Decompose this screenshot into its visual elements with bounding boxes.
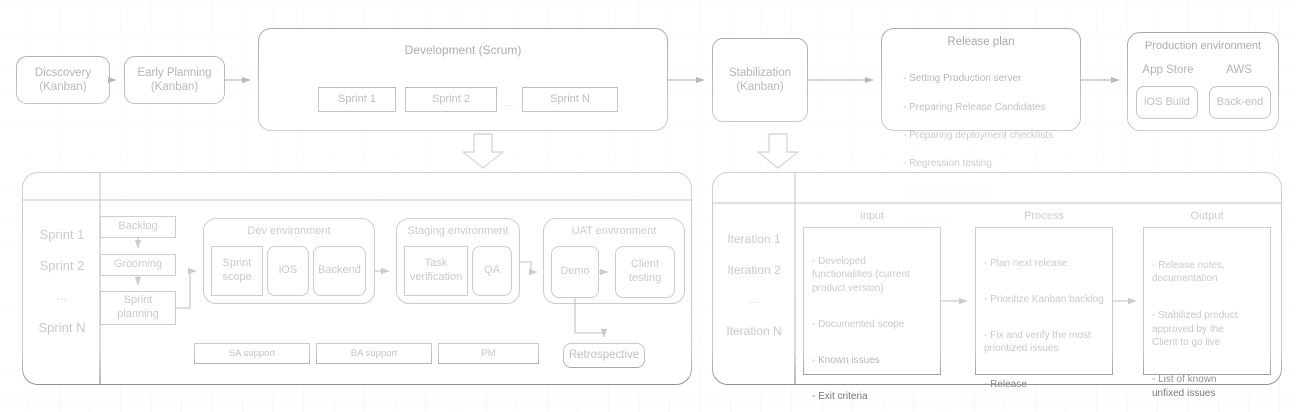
process-item: - Fix and verify the most prioritized is… bbox=[984, 329, 1091, 355]
release-plan-item: - Preparing Release Candidates bbox=[903, 101, 1046, 113]
stabilization-column-header-process: Process bbox=[1024, 210, 1064, 222]
process-item: - Prioritize Kanban backlog bbox=[984, 293, 1104, 305]
release-plan-item: - Preparing deployment checklists bbox=[903, 129, 1054, 141]
output-item: - List of known unfixed issues bbox=[1152, 374, 1217, 399]
box-ios-build[interactable]: iOS Build bbox=[1136, 86, 1198, 119]
stabilization-column-header-input: Input bbox=[859, 210, 885, 222]
release-plan-title: Release plan bbox=[947, 36, 1015, 48]
bar-pm[interactable]: PM bbox=[438, 343, 539, 364]
bar-sa-support[interactable]: SA support bbox=[194, 343, 310, 364]
staging-environment-title: Staging environment bbox=[407, 225, 509, 237]
box-backend[interactable]: Backend bbox=[313, 246, 366, 296]
process-items: - Plan next release - Prioritize Kanban … bbox=[984, 243, 1110, 412]
release-plan-item: - Regression testing bbox=[903, 158, 992, 170]
process-item: - Release bbox=[984, 379, 1027, 390]
stabilization-iteration-2: Iteration 2 bbox=[727, 263, 781, 277]
sprint-iteration-1: Sprint 1 bbox=[39, 227, 85, 242]
dev-environment-title: Dev environment bbox=[247, 225, 331, 237]
box-grooming[interactable]: Grooming bbox=[100, 254, 176, 276]
box-client-testing[interactable]: Client testing bbox=[615, 246, 675, 298]
sprint-iteration-n: Sprint N bbox=[38, 320, 86, 335]
release-plan-item: - Setting Production server bbox=[903, 73, 1022, 85]
box-demo[interactable]: Demo bbox=[551, 246, 599, 298]
production-column-header-app-store: App Store bbox=[1142, 64, 1194, 76]
stabilization-iteration-ellipsis: ... bbox=[748, 292, 759, 306]
sprint-box-1[interactable]: Sprint 1 bbox=[318, 87, 396, 112]
bar-ba-support[interactable]: BA support bbox=[316, 343, 432, 364]
box-sprint-scope[interactable]: Sprint scope bbox=[211, 246, 263, 296]
box-task-verification[interactable]: Task verification bbox=[404, 246, 468, 296]
input-item: - Developed functionalities (current pro… bbox=[812, 255, 910, 294]
sprint-box-n[interactable]: Sprint N bbox=[522, 87, 618, 112]
box-retrospective[interactable]: Retrospective bbox=[563, 343, 645, 368]
output-item: - Release notes, documentation bbox=[1152, 259, 1225, 285]
production-column-header-aws: AWS bbox=[1226, 64, 1252, 76]
node-early-planning[interactable]: Early Planning (Kanban) bbox=[124, 56, 225, 104]
box-ios[interactable]: iOS bbox=[267, 246, 309, 296]
sprint-ellipsis: ... bbox=[504, 98, 514, 109]
sprint-box-2[interactable]: Sprint 2 bbox=[405, 87, 497, 112]
down-arrow-development bbox=[462, 133, 504, 169]
box-back-end[interactable]: Back-end bbox=[1209, 86, 1271, 119]
box-qa[interactable]: QA bbox=[472, 246, 512, 296]
output-item: - Stabilized product approved by the Cli… bbox=[1152, 310, 1238, 348]
input-item: - Exit criteria bbox=[812, 390, 868, 402]
input-item: - Documented scope bbox=[812, 318, 905, 330]
input-items: - Developed functionalities (current pro… bbox=[812, 241, 936, 412]
stabilization-iteration-1: Iteration 1 bbox=[727, 232, 781, 246]
stabilization-iteration-n: Iteration N bbox=[726, 324, 782, 338]
process-item: - Plan next release bbox=[984, 257, 1068, 269]
node-discovery[interactable]: Dicscovery (Kanban) bbox=[16, 56, 110, 104]
sprint-iteration-2: Sprint 2 bbox=[39, 258, 85, 273]
box-backlog[interactable]: Backlog bbox=[100, 216, 176, 238]
node-stabilization[interactable]: Stabilization (Kanban) bbox=[712, 38, 808, 122]
output-items: - Release notes, documentation - Stabili… bbox=[1152, 245, 1268, 412]
production-environment-title: Production environment bbox=[1144, 40, 1262, 52]
box-sprint-planning[interactable]: Sprint planning bbox=[100, 291, 176, 325]
uat-environment-title: UAT environment bbox=[571, 225, 657, 237]
development-title: Development (Scrum) bbox=[404, 43, 522, 57]
input-item: - Known issues bbox=[812, 354, 880, 366]
sprint-iteration-ellipsis: ... bbox=[56, 288, 68, 303]
down-arrow-stabilization bbox=[757, 133, 799, 169]
stabilization-column-header-output: Output bbox=[1190, 210, 1224, 222]
